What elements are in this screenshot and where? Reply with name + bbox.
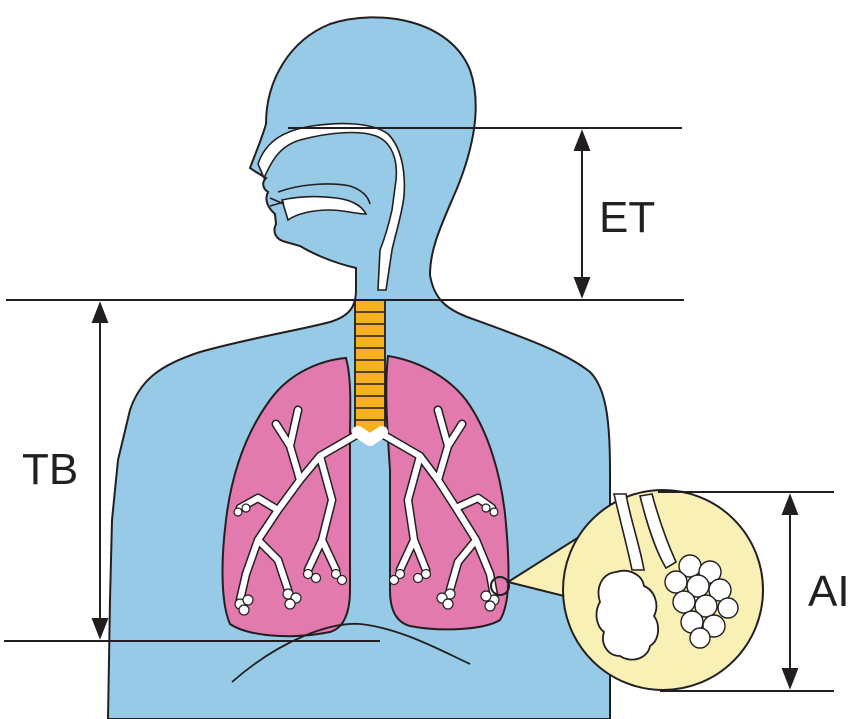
- diaphragm-line: [231, 622, 471, 683]
- label-et: ET: [599, 193, 655, 242]
- inset-bronchiole: [612, 493, 678, 571]
- dimension-arrows: [91, 129, 799, 690]
- inset-alveoli-cluster: [664, 554, 739, 649]
- tongue-outline: [280, 195, 368, 222]
- region-boundaries: [4, 127, 834, 692]
- label-ai: AI: [808, 567, 850, 616]
- nasal-oral-cavity: [257, 122, 406, 291]
- label-tb: TB: [22, 445, 78, 494]
- alveolar-inset: [562, 489, 764, 691]
- bronchial-tree: [235, 405, 499, 605]
- inset-alveolar-sac: [595, 569, 659, 661]
- alveoli-clusters: [233, 503, 500, 616]
- trachea: [354, 299, 386, 435]
- palate-line: [277, 183, 371, 205]
- teeth-mark: [269, 197, 285, 207]
- magnify-target-ring: [490, 576, 510, 596]
- trachea-rings: [355, 311, 385, 421]
